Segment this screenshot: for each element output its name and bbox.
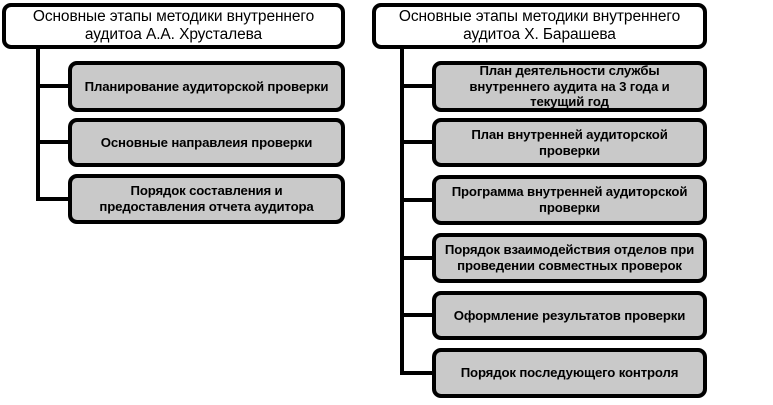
right-branch-connector-6 [400,371,438,375]
right-stage-box-3[interactable]: Программа внутренней аудиторской проверк… [432,175,707,225]
left-stage-box-3[interactable]: Порядок составления и предоставления отч… [68,174,345,224]
hierarchy-column-left: Основные этапы методики внутреннего ауди… [0,0,386,405]
right-branch-connector-1 [400,84,438,88]
right-stage-box-5[interactable]: Оформление результатов проверки [432,291,707,340]
left-stage-label-1: Планирование аудиторской проверки [84,78,329,94]
left-branch-connector-1 [36,84,74,88]
right-stage-box-6[interactable]: Порядок последующего контроля [432,348,707,398]
right-stage-label-1: План деятельности службы внутреннего ауд… [469,63,670,110]
right-stage-label-6: Порядок последующего контроля [460,365,679,381]
left-stage-box-1[interactable]: Планирование аудиторской проверки [68,61,345,112]
left-stage-label-2: Основные направлеия проверки [100,134,313,150]
right-branch-connector-3 [400,198,438,202]
right-stage-label-4: Порядок взаимодействия отделов при прове… [444,242,695,273]
left-title-box[interactable]: Основные этапы методики внутреннего ауди… [2,3,345,49]
right-title-label: Основные этапы методики внутреннего ауди… [398,7,681,43]
right-branch-connector-4 [400,256,438,260]
hierarchy-column-right: Основные этапы методики внутреннего ауди… [370,0,773,405]
right-stage-box-1[interactable]: План деятельности службы внутреннего ауд… [432,61,707,112]
right-branch-connector-5 [400,313,438,317]
right-trunk-connector [400,49,404,375]
left-title-label: Основные этапы методики внутреннего ауди… [32,7,315,43]
right-stage-box-2[interactable]: План внутренней аудиторской проверки [432,118,707,167]
right-stage-label-2: План внутренней аудиторской проверки [471,126,668,158]
left-stage-box-2[interactable]: Основные направлеия проверки [68,118,345,167]
right-title-box[interactable]: Основные этапы методики внутреннего ауди… [372,3,707,49]
left-stage-label-3: Порядок составления и предоставления отч… [99,183,314,214]
left-branch-connector-2 [36,140,74,144]
right-branch-connector-2 [400,140,438,144]
right-stage-label-5: Оформление результатов проверки [453,307,686,323]
left-trunk-connector [36,49,40,201]
right-stage-label-3: Программа внутренней аудиторской проверк… [451,184,688,215]
left-branch-connector-3 [36,197,74,201]
right-stage-box-4[interactable]: Порядок взаимодействия отделов при прове… [432,233,707,283]
